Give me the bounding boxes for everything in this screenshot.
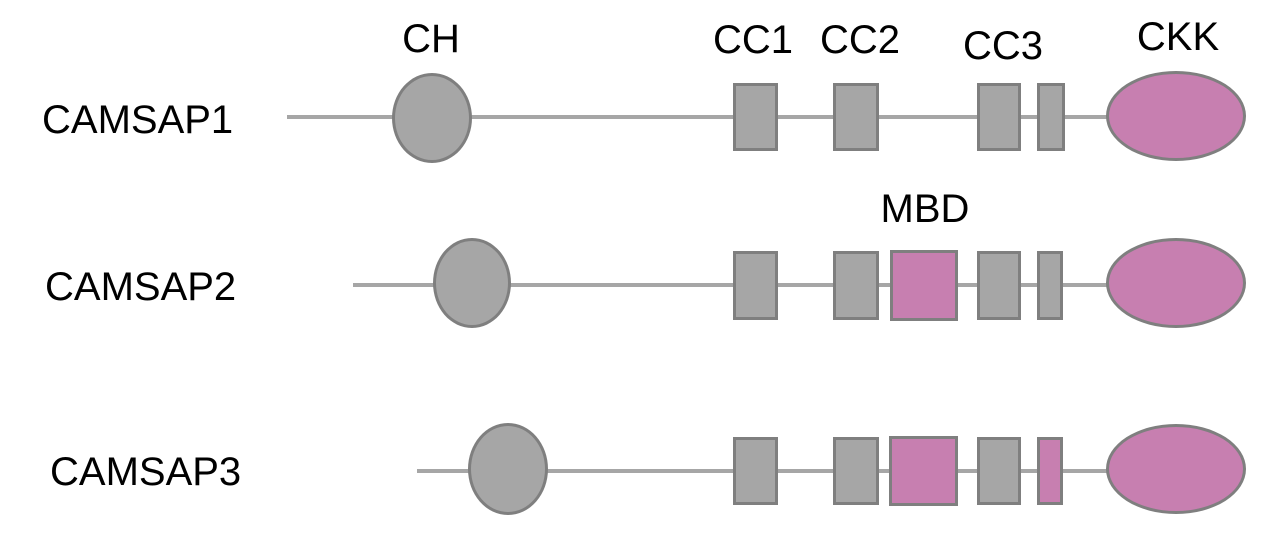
camsap2-ch-domain [433,238,511,328]
camsap2-cc3-domain [977,251,1021,320]
protein-name-camsap1: CAMSAP1 [42,98,234,142]
camsap2-ckk-domain [1106,238,1246,328]
camsap2-mbd-domain [890,250,958,321]
ckk-domain-label: CKK [1136,15,1220,59]
mbd-domain-label: MBD [880,187,970,231]
camsap3-small-pink-domain [1037,437,1063,505]
camsap1-ckk-domain [1106,71,1246,161]
cc3-domain-label: CC3 [962,24,1044,68]
protein-name-camsap3: CAMSAP3 [50,450,242,494]
camsap2-backbone-line [353,283,1110,287]
camsap2-cc2-domain [833,251,879,320]
camsap1-backbone-line [287,115,1110,119]
ch-domain-label: CH [402,17,460,61]
camsap1-cc1-domain [733,83,778,151]
camsap1-small-domain [1037,83,1065,151]
camsap3-cc2-domain [833,437,879,505]
camsap3-cc1-domain [733,437,778,505]
camsap1-ch-domain [392,73,472,163]
camsap1-cc2-domain [833,83,879,151]
camsap3-ckk-domain [1106,424,1246,514]
camsap3-ch-domain [468,423,548,515]
protein-name-camsap2: CAMSAP2 [45,265,237,309]
cc1-domain-label: CC1 [712,18,794,62]
camsap1-cc3-domain [977,83,1021,151]
camsap3-mbd-domain [889,436,958,506]
cc2-domain-label: CC2 [819,18,901,62]
camsap2-cc1-domain [733,251,778,320]
camsap3-cc3-domain [977,437,1021,505]
camsap2-small-domain [1037,251,1063,320]
